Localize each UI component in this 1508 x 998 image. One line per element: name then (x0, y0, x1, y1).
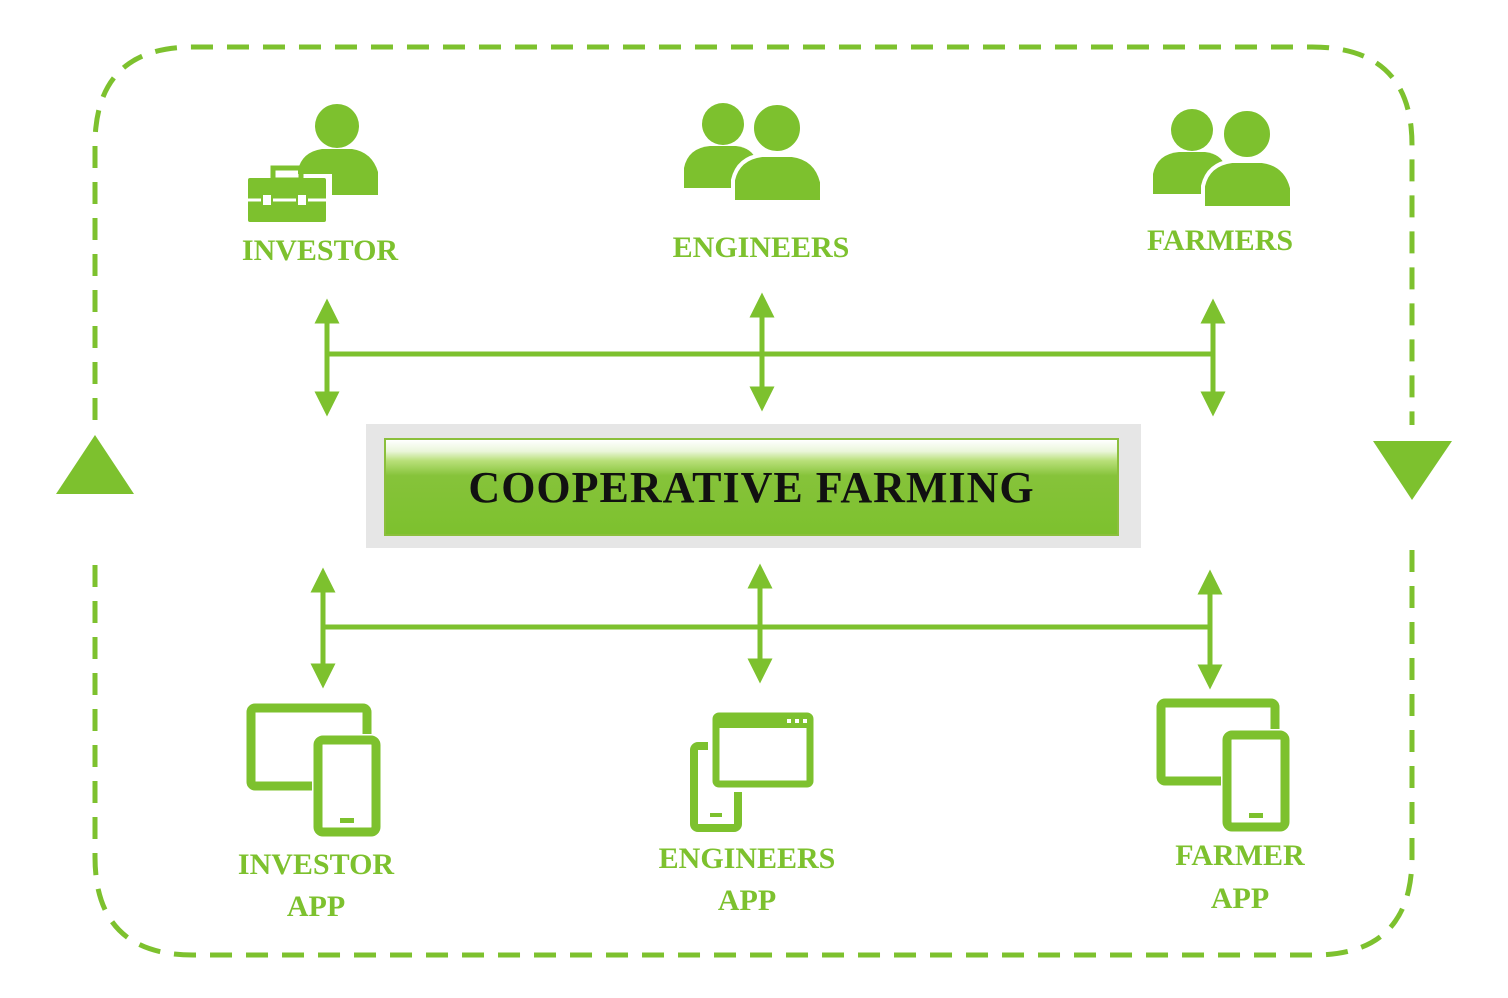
farmer-app-tablet-phone-icon (1156, 698, 1293, 833)
engineers-app-browser-phone-icon (690, 708, 818, 832)
cycle-loop (92, 44, 1415, 958)
center-title: COOPERATIVE FARMING (468, 462, 1035, 512)
center-box: COOPERATIVE FARMING (366, 424, 1141, 548)
engineers-app-label-line1: ENGINEERS (658, 842, 836, 875)
investor-app-label-line1: INVESTOR (237, 848, 395, 881)
engineers-app-label-line2: APP (717, 884, 777, 917)
cycle-loop-bottom (92, 550, 1415, 958)
cycle-up-arrow-icon (56, 435, 134, 494)
farmers-people-icon (1153, 107, 1294, 210)
investor-app-tablet-phone-icon (246, 703, 382, 838)
investor-label: INVESTOR (241, 234, 399, 267)
farmers-label: FARMERS (1146, 224, 1294, 257)
investor-app-label-line2: APP (286, 890, 346, 923)
top-connector (314, 292, 1226, 417)
farmer-app-label-line2: APP (1210, 882, 1270, 915)
farmer-app-label-line1: FARMER (1175, 839, 1305, 872)
bottom-connector (310, 563, 1223, 690)
investor-briefcase-icon (244, 104, 378, 224)
engineers-label: ENGINEERS (672, 231, 850, 264)
cycle-loop-top (92, 44, 1415, 425)
cycle-down-arrow-icon (1373, 441, 1452, 500)
engineers-people-icon (684, 101, 824, 204)
center-banner: COOPERATIVE FARMING (384, 438, 1119, 536)
